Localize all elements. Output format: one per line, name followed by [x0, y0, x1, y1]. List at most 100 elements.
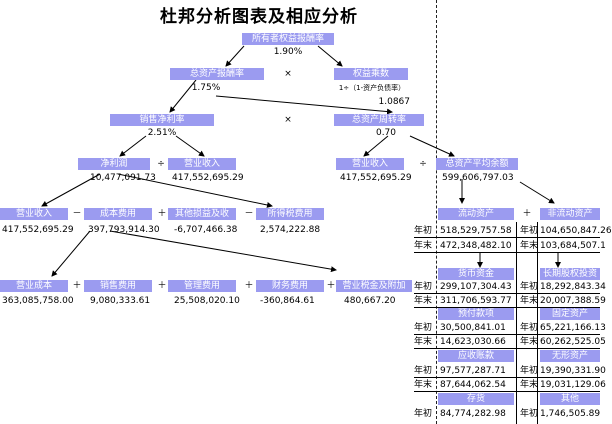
- net-profit-value: 10,477,091.73: [90, 173, 156, 183]
- intangibles-label: 无形资产: [540, 350, 600, 362]
- lt-investment-label: 长期股权投资: [540, 268, 600, 280]
- cost-expense-label: 成本费用: [84, 208, 152, 220]
- row-begin-label: 年初: [414, 282, 433, 292]
- grid-line: [414, 391, 600, 392]
- arrow-roa-to-npm: [169, 79, 197, 113]
- tat-label: 总资产周转率: [334, 114, 424, 126]
- operator-plus-4: ＋: [244, 281, 254, 291]
- receivables-begin: 97,577,287.71: [440, 366, 506, 376]
- row-end-label: 年末: [414, 380, 433, 390]
- em-label: 权益乘数: [334, 68, 408, 80]
- operator-plus-3: ＋: [157, 281, 167, 291]
- operator-divide-2: ÷: [419, 159, 427, 169]
- arrow-cost-to-opcost: [51, 230, 91, 277]
- arrow-profit-to-revenue: [41, 173, 101, 207]
- cash-label: 货币资金: [438, 268, 514, 280]
- op-cost-label: 营业成本: [0, 280, 68, 292]
- tat-value: 0.70: [375, 128, 397, 138]
- tax-surcharge-value: 480,667.20: [344, 296, 396, 306]
- admin-exp-value: 25,508,020.10: [174, 296, 240, 306]
- column-divider: [436, 0, 437, 424]
- row-end-label: 年末: [520, 380, 539, 390]
- row-begin-label: 年初: [414, 366, 433, 376]
- op-cost-value: 363,085,758.00: [2, 296, 74, 306]
- other-gain-label: 其他损益及收: [168, 208, 236, 220]
- row-end-label: 年末: [414, 337, 433, 347]
- em-value: 1.0867: [378, 97, 411, 107]
- arrow-tat-to-assets: [409, 135, 455, 157]
- row-begin-label-2: 年初: [520, 226, 539, 236]
- page-title: 杜邦分析图表及相应分析: [160, 7, 358, 27]
- avg-assets-label: 总资产平均余额: [436, 158, 518, 170]
- sales-exp-label: 销售费用: [84, 280, 152, 292]
- grid-line: [414, 377, 600, 378]
- operator-plus-5: ＋: [326, 281, 336, 291]
- roa-value: 1.75%: [191, 83, 221, 93]
- revenue-b-value: 417,552,695.29: [340, 173, 412, 183]
- prepayments-begin: 30,500,841.01: [440, 323, 506, 333]
- operator-multiply-1: ×: [284, 69, 292, 79]
- sales-exp-value: 9,080,333.61: [90, 296, 151, 306]
- row-end-label: 年末: [520, 337, 539, 347]
- cash-end: 311,706,593.77: [440, 296, 512, 306]
- intangibles-begin: 19,390,331.90: [540, 366, 606, 376]
- revenue-a-value: 417,552,695.29: [172, 173, 244, 183]
- npm-label: 销售净利率: [110, 114, 214, 126]
- grid-line: [414, 237, 600, 238]
- roe-value: 1.90%: [273, 47, 303, 57]
- operator-multiply-2: ×: [284, 115, 292, 125]
- income-tax-label: 所得税费用: [256, 208, 324, 220]
- fin-exp-value: -360,864.61: [260, 296, 315, 306]
- fixed-assets-begin: 65,221,166.13: [540, 323, 606, 333]
- operator-plus-1: ＋: [157, 209, 167, 219]
- row-begin-label: 年初: [520, 409, 539, 419]
- fixed-assets-end: 60,262,525.05: [540, 337, 606, 347]
- row-end-label-2: 年末: [520, 241, 539, 251]
- grid-line: [414, 348, 600, 349]
- cash-begin: 299,107,304.43: [440, 282, 512, 292]
- arrow-roa-to-tat: [215, 95, 393, 115]
- arrow-npm-to-profit: [119, 135, 147, 157]
- prepayments-end: 14,623,030.66: [440, 337, 506, 347]
- operator-plus-6: ＋: [522, 209, 532, 219]
- row-begin-label: 年初: [414, 409, 433, 419]
- roa-label: 总资产报酬率: [170, 68, 264, 80]
- row-begin-label: 年初: [520, 366, 539, 376]
- grid-line: [414, 334, 600, 335]
- current-assets-end: 472,348,482.10: [440, 241, 512, 251]
- noncurrent-assets-end: 103,684,507.1: [540, 241, 606, 251]
- inventory-label: 存货: [438, 393, 514, 405]
- row-begin-label: 年初: [520, 323, 539, 333]
- row-begin-label: 年初: [520, 282, 539, 292]
- operator-minus: －: [72, 209, 82, 219]
- revenue-a-label: 营业收入: [168, 158, 236, 170]
- em-formula: 1÷（1-资产负债率）: [338, 84, 406, 92]
- npm-value: 2.51%: [147, 128, 177, 138]
- arrow-roe-to-roa: [225, 45, 245, 67]
- other-gain-value: -6,707,466.38: [174, 225, 238, 235]
- grid-line: [414, 307, 600, 308]
- prepayments-label: 预付款项: [438, 308, 514, 320]
- noncurrent-assets-label: 非流动资产: [540, 208, 600, 220]
- tax-surcharge-label: 营业税金及附加: [336, 280, 412, 292]
- grid-column-line: [516, 222, 517, 424]
- arrow-roe-to-em: [317, 45, 343, 67]
- cost-expense-value: 397,793,914.30: [88, 225, 160, 235]
- fin-exp-label: 财务费用: [256, 280, 324, 292]
- inventory-begin: 84,774,282.98: [440, 409, 506, 419]
- arrow-profit-to-tax: [117, 173, 273, 208]
- intangibles-end: 19,031,129.06: [540, 380, 606, 390]
- fixed-assets-label: 固定资产: [540, 308, 600, 320]
- arrow-tat-to-revenue: [363, 135, 389, 157]
- row-begin-label: 年初: [414, 226, 433, 236]
- receivables-end: 87,644,062.54: [440, 380, 506, 390]
- row-end-label: 年末: [414, 241, 433, 251]
- arrow-npm-to-revenue: [175, 135, 205, 157]
- grid-column-line: [537, 222, 538, 424]
- row-end-label: 年末: [520, 296, 539, 306]
- roe-label: 所有者权益报酬率: [242, 33, 334, 45]
- revenue-b-label: 营业收入: [336, 158, 404, 170]
- arrow-assets-to-noncurrent: [519, 181, 555, 204]
